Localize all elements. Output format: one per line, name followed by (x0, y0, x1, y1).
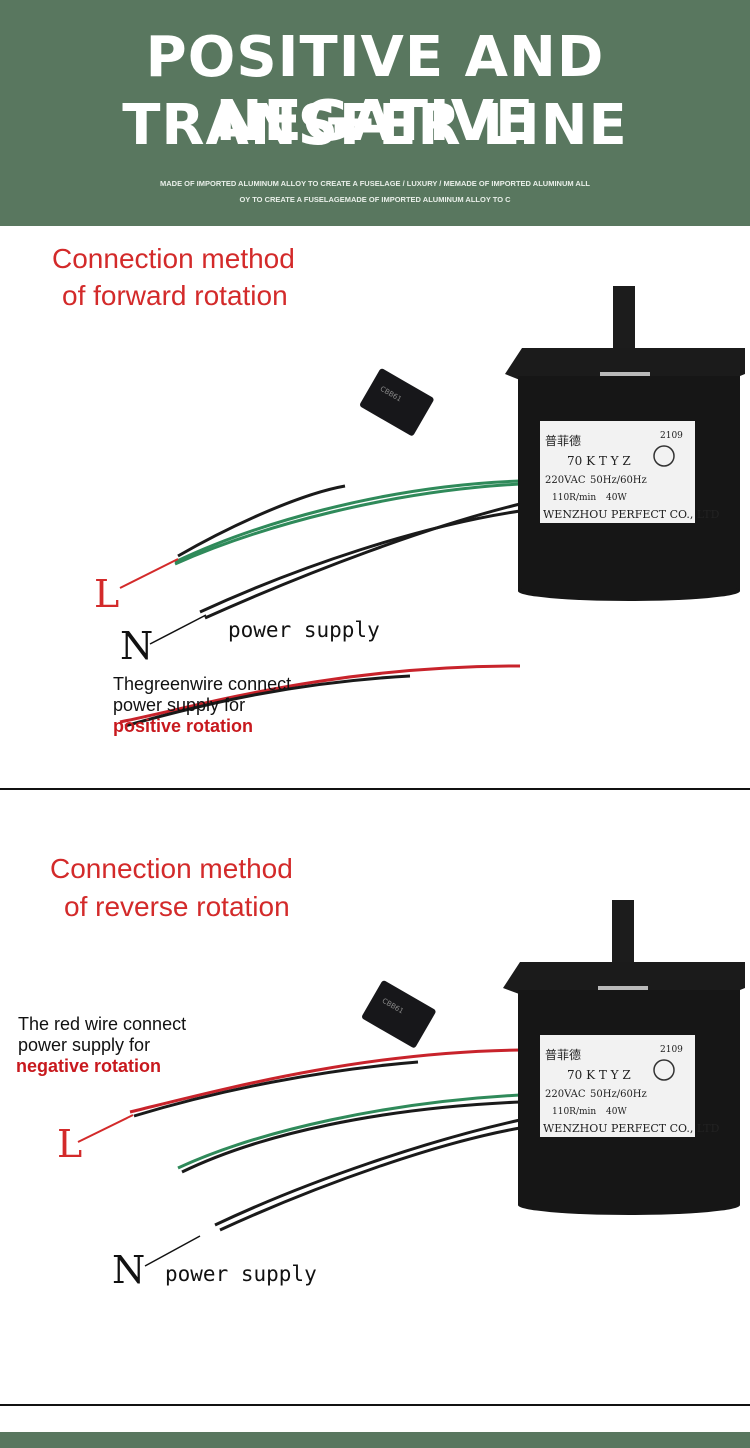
reverse-label-N: N (112, 1248, 146, 1292)
footer-bar (0, 1432, 750, 1448)
reverse-rotation-panel: CBB61 普菲德 2109 70 K T Y Z 220VAC 50Hz/60… (0, 790, 750, 1404)
forward-note-line2: power supply for (113, 695, 246, 715)
svg-text:220VAC: 220VAC (545, 475, 586, 486)
svg-text:70 K T Y Z: 70 K T Y Z (567, 1068, 631, 1082)
svg-text:70 K T Y Z: 70 K T Y Z (567, 454, 631, 468)
svg-text:110R/min: 110R/min (552, 493, 596, 503)
reverse-power-supply: power supply (165, 1262, 317, 1286)
reverse-motor-illustration: CBB61 普菲德 2109 70 K T Y Z 220VAC 50Hz/60… (77, 900, 745, 1267)
reverse-note-line2: power supply for (18, 1035, 151, 1055)
motor-icon: 普菲德 2109 70 K T Y Z 220VAC 50Hz/60Hz 110… (505, 286, 745, 601)
svg-text:WENZHOU PERFECT CO., LTD: WENZHOU PERFECT CO., LTD (543, 1122, 720, 1135)
forward-note-line3: positive rotation (113, 716, 254, 736)
forward-heading-line2: of forward rotation (62, 280, 288, 311)
motor-icon: 普菲德 2109 70 K T Y Z 220VAC 50Hz/60Hz 110… (503, 900, 745, 1215)
forward-label-N: N (120, 624, 154, 668)
forward-label-L: L (94, 572, 120, 616)
svg-text:50Hz/60Hz: 50Hz/60Hz (590, 475, 647, 486)
reverse-heading-line2: of reverse rotation (64, 891, 290, 922)
page-title-line2: TRANSFER LINE (122, 93, 628, 158)
svg-text:110R/min: 110R/min (552, 1107, 596, 1117)
forward-power-supply: power supply (228, 618, 380, 642)
forward-note-line1: Thegreenwire connect (113, 674, 292, 694)
divider (0, 1404, 750, 1406)
svg-text:50Hz/60Hz: 50Hz/60Hz (590, 1089, 647, 1100)
svg-text:220VAC: 220VAC (545, 1089, 586, 1100)
forward-rotation-panel: CBB61 普菲德 2109 70 K T Y Z 220VAC 50Hz/60… (0, 226, 750, 788)
header-banner: POSITIVE AND NEGATIVE TRANSFER LINE MADE… (0, 0, 750, 226)
svg-text:普菲德: 普菲德 (545, 1047, 581, 1062)
svg-text:WENZHOU PERFECT CO., LTD: WENZHOU PERFECT CO., LTD (543, 508, 720, 521)
svg-text:2109: 2109 (660, 431, 683, 441)
capacitor-icon: CBB61 (362, 980, 436, 1048)
svg-text:2109: 2109 (660, 1045, 683, 1055)
capacitor-icon: CBB61 (360, 368, 434, 436)
svg-text:40W: 40W (606, 1107, 627, 1117)
subtitle-line1: MADE OF IMPORTED ALUMINUM ALLOY TO CREAT… (160, 179, 590, 188)
svg-text:40W: 40W (606, 493, 627, 503)
reverse-label-L: L (57, 1122, 83, 1166)
subtitle-line2: OY TO CREATE A FUSELAGEMADE OF IMPORTED … (239, 195, 511, 204)
forward-heading-line1: Connection method (52, 243, 295, 274)
reverse-heading-line1: Connection method (50, 853, 293, 884)
svg-text:普菲德: 普菲德 (545, 433, 581, 448)
reverse-note-line1: The red wire connect (18, 1014, 187, 1034)
reverse-note-line3: negative rotation (16, 1056, 162, 1076)
divider (0, 788, 750, 790)
page-title-line1: POSITIVE AND NEGATIVE (145, 25, 605, 154)
forward-motor-illustration: CBB61 普菲德 2109 70 K T Y Z 220VAC 50Hz/60… (119, 286, 745, 728)
